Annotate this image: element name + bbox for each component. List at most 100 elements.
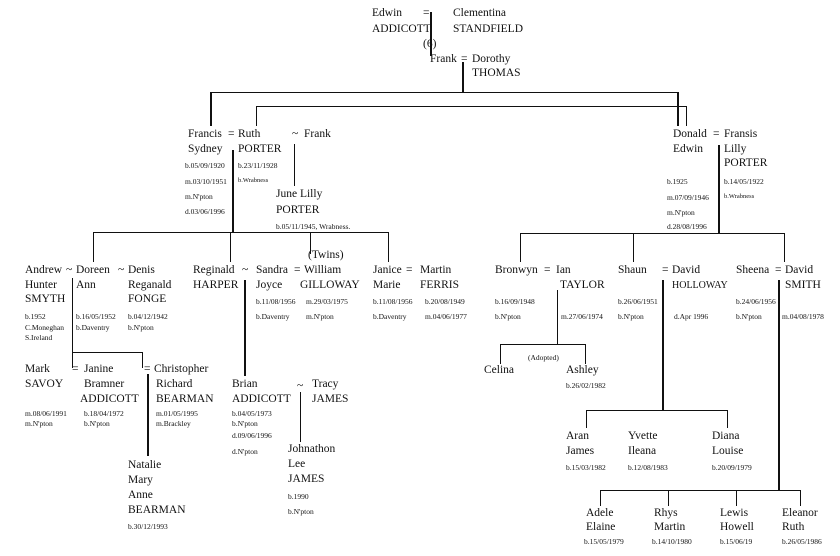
gen2-couple-line: [462, 62, 464, 92]
reginald-couple-line: [244, 280, 246, 376]
diana-birth: b.20/09/1979: [712, 463, 752, 472]
eleanor-birth: b.26/05/1986: [782, 537, 822, 546]
brian-birthplace: b.N'pton: [232, 419, 258, 428]
francis-death: d.03/06/1996: [185, 207, 225, 216]
doreen-children-bar: [72, 352, 142, 353]
bronwyn-ian-sign: =: [544, 264, 551, 276]
eleanor-name: Eleanor: [782, 507, 818, 519]
william-marriage: m.29/03/1975: [306, 297, 348, 306]
yvette-birth: b.12/08/1983: [628, 463, 668, 472]
marie-name: Marie: [373, 279, 401, 291]
johnathon-birthplace: b.N'pton: [288, 507, 314, 516]
yvette-name: Yvette: [628, 430, 658, 442]
joyce-name: Joyce: [256, 279, 283, 291]
martin-birth: b.20/08/1949: [425, 297, 465, 306]
celina-drop: [500, 344, 501, 364]
christopher-marriage-place: m.Brackley: [156, 419, 191, 428]
sandra-name: Sandra: [256, 264, 288, 276]
rhys-drop: [668, 490, 669, 506]
addicott2-surname: ADDICOTT: [232, 393, 291, 405]
fransis-birthplace: b.Wrabness: [724, 193, 755, 200]
natalie-surname: BEARMAN: [128, 504, 186, 516]
gen2-marriage-sign: =: [461, 53, 468, 65]
edwin-first-name: Edwin: [372, 7, 403, 19]
janice-martin-sign: =: [406, 264, 413, 276]
janice-drop: [388, 232, 389, 262]
william-name: William: [304, 264, 342, 276]
eleanor-drop: [800, 490, 801, 506]
edwin2-name: Edwin: [673, 143, 704, 155]
children-count: (6): [423, 38, 437, 50]
francis-name: Francis: [188, 128, 222, 140]
june-surname: PORTER: [276, 204, 320, 216]
christopher-couple-line: [147, 374, 149, 456]
frank-name: Frank: [430, 53, 457, 65]
bramner-name: Bramner: [84, 378, 125, 390]
sandra-william-sign: =: [294, 264, 301, 276]
taylor-surname: TAYLOR: [560, 279, 605, 291]
david1-death: d.Apr 1996: [674, 312, 709, 321]
mark-marriage-place: m.N'pton: [25, 419, 53, 428]
savoy-surname: SAVOY: [25, 378, 64, 390]
janine-christopher-sign: =: [144, 363, 151, 375]
doreen-couple-line: [72, 278, 73, 368]
gen4-left-bar: [93, 232, 388, 233]
ruth-name: Ruth: [238, 128, 261, 140]
james-surname: JAMES: [312, 393, 349, 405]
frank2-name: Frank: [304, 128, 331, 140]
brian-tracy-sign: ~: [297, 380, 304, 392]
francis-drop: [210, 92, 212, 126]
johnathon-name: Johnathon: [288, 443, 336, 455]
william-marriage-place: m.N'pton: [306, 312, 334, 321]
johnathon-birth: b.1990: [288, 492, 309, 501]
ileana-name: Ileana: [628, 445, 657, 457]
ruth-frank-sign: ~: [292, 128, 299, 140]
cousin-marriage-bar: [256, 106, 686, 107]
gilloway-surname: GILLOWAY: [300, 279, 360, 291]
june-first-name: June Lilly: [276, 188, 323, 200]
holloway-surname: HOLLOWAY: [672, 280, 728, 291]
natalie-birth: b.30/12/1993: [128, 522, 168, 531]
bronwyn-couple-line: [557, 290, 558, 344]
rhys-middle-name: Martin: [654, 521, 686, 533]
janice-birthplace: b.Daventry: [373, 312, 407, 321]
ruth-link: [256, 106, 257, 126]
donald-name: Donald: [673, 128, 707, 140]
sheena-name: Sheena: [736, 264, 770, 276]
aran-birth: b.15/03/1982: [566, 463, 606, 472]
clementina-first-name: Clementina: [453, 7, 507, 19]
lewis-name: Lewis: [720, 507, 749, 519]
andrew-name: Andrew: [25, 264, 63, 276]
addicott1-surname: ADDICOTT: [80, 393, 139, 405]
celina-name: Celina: [484, 364, 515, 376]
donald-couple-line: [718, 145, 720, 233]
reginald-sandra-sign: ~: [242, 264, 249, 276]
harper-surname: HARPER: [193, 279, 239, 291]
aran-drop: [586, 410, 587, 428]
june-birth: b.05/11/1945, Wrabness.: [276, 222, 351, 231]
doreen-birthplace: b.Daventry: [76, 323, 110, 332]
david2-marriage: m.04/08/1978: [782, 312, 824, 321]
porter-surname: PORTER: [238, 143, 282, 155]
donald-drop: [677, 92, 679, 126]
shaun-children-bar: [586, 410, 728, 411]
ruth-birthplace: b.Wrabness: [238, 177, 269, 184]
louise-name: Louise: [712, 445, 744, 457]
donald-birth: b.1925: [667, 177, 688, 186]
martin-marriage: m.04/06/1977: [425, 312, 467, 321]
fransis-link: [686, 106, 687, 126]
dorothy-surname: THOMAS: [472, 67, 521, 79]
doreen-drop: [93, 232, 94, 262]
andrew-place1: C.Moneghan: [25, 323, 64, 332]
lewis-birth: b.15/06/19: [720, 537, 753, 546]
adele-drop: [600, 490, 601, 506]
christopher-marriage: m.01/05/1995: [156, 409, 198, 418]
andrew-birth: b.1952: [25, 312, 46, 321]
janice-birth: b.11/08/1956: [373, 297, 413, 306]
brian-death: d.09/06/1996: [232, 431, 272, 440]
bronwyn-birth: b.16/09/1948: [495, 297, 535, 306]
janine-name: Janine: [84, 363, 114, 375]
lewis-drop: [736, 490, 737, 506]
donald-marriage-place: m.N'pton: [667, 208, 695, 217]
adopted-bar: [500, 344, 585, 345]
